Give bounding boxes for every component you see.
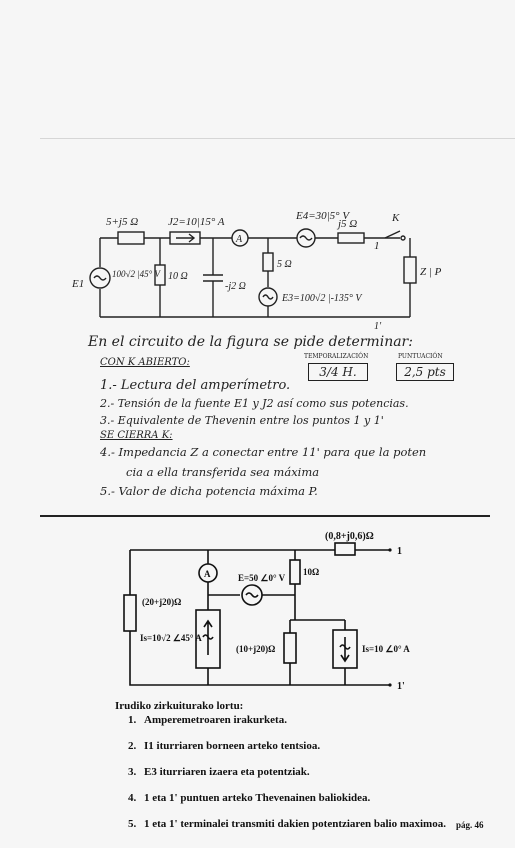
item-text: E3 iturriaren izaera eta potentziak. [144,766,310,778]
bottom-circuit-diagram: (0,8+j0,6)Ω 1 A E=50 ∠0° V 10Ω (20+j20)Ω… [123,531,410,692]
list-item: 5. 1 eta 1' terminalei transmiti dakien p… [128,818,446,830]
label-is2: Is=10 ∠0° A [362,644,410,654]
label-r10: 10 Ω [168,271,188,282]
list-item: 4. 1 eta 1' puntuen arteko Thevenainen ba… [128,792,370,804]
label-e4: E4=30|5° V [295,210,350,222]
points-box: PUNTUACIÓN 2,5 pts [392,353,462,381]
label-z20: (20+j20)Ω [142,597,181,607]
item-num: 5. [128,818,137,830]
label-is: Is=10√2 ∠45° A [140,633,202,643]
top-circuit-diagram: 5+j5 Ω J2=10|15° A A E4=30|5° V K j5 Ω 1… [71,210,442,332]
label-e1val: 100√2 |45° V [112,269,162,279]
item-num: 1. [128,714,137,726]
label-zr: (0,8+j0,6)Ω [325,531,374,542]
label-n1p: 1' [397,681,405,692]
points-value: 2,5 pts [396,363,454,381]
list-item: 3. E3 iturriaren izaera eta potentziak. [128,766,310,778]
label-e3: E3=100√2 |-135° V [281,293,363,304]
item-text: I1 iturriaren borneen arteko tentsioa. [144,740,321,752]
item-num: 3. [128,766,137,778]
item-num: 4. [128,792,137,804]
question-5: 5.- Valor de dicha potencia máxima P. [100,484,318,498]
time-box: TEMPORALIZACIÓN 3/4 H. [298,353,380,381]
question-1: 1.- Lectura del amperímetro. [100,378,291,393]
question-2: 2.- Tensión de la fuente E1 y J2 así com… [100,397,409,410]
question-4b: cia a ella transferida sea máxima [126,465,320,479]
item-num: 2. [128,740,137,752]
label-i2: J2=10|15° A [168,216,225,228]
scan-line [40,138,515,139]
label-n1p: 1' [374,321,382,332]
label-z1: 5+j5 Ω [106,216,138,228]
label-a: A [204,569,211,579]
label-e1: E1 [71,278,84,290]
label-zp: Z | P [420,266,442,278]
separator-line [40,515,490,517]
label-n1: 1 [374,240,380,252]
list-item: 2. I1 iturriaren borneen arteko tentsioa. [128,740,320,752]
page-number: pág. 46 [456,820,484,830]
question-3: 3.- Equivalente de Thevenin entre los pu… [100,414,384,427]
closed-heading: SE CIERRA K: [100,430,173,441]
label-z10: (10+j20)Ω [236,644,275,654]
intro-text: En el circuito de la figura se pide dete… [88,334,413,350]
label-r5: 5 Ω [277,259,292,270]
label-e: E=50 ∠0° V [238,573,286,583]
item-text: Amperemetroaren irakurketa. [144,714,287,726]
item-text: 1 eta 1' terminalei transmiti dakien pot… [144,818,446,830]
question-4a: 4.- Impedancia Z a conectar entre 11' pa… [100,445,427,459]
list-item: 1. Amperemetroaren irakurketa. [128,714,287,726]
time-label: TEMPORALIZACIÓN [304,353,369,360]
label-r10: 10Ω [303,567,319,577]
label-k: K [391,212,400,224]
item-text: 1 eta 1' puntuen arteko Thevenainen bali… [144,792,371,804]
open-heading: CON K ABIERTO: [100,357,190,368]
label-cap: -j2 Ω [225,281,246,292]
ammeter-a: A [235,234,243,245]
bottom-heading: Irudiko zirkuiturako lortu: [115,700,244,712]
time-value: 3/4 H. [308,363,368,381]
points-label: PUNTUACIÓN [398,353,443,360]
label-n1: 1 [397,546,402,557]
label-j5: j5 Ω [336,218,357,230]
